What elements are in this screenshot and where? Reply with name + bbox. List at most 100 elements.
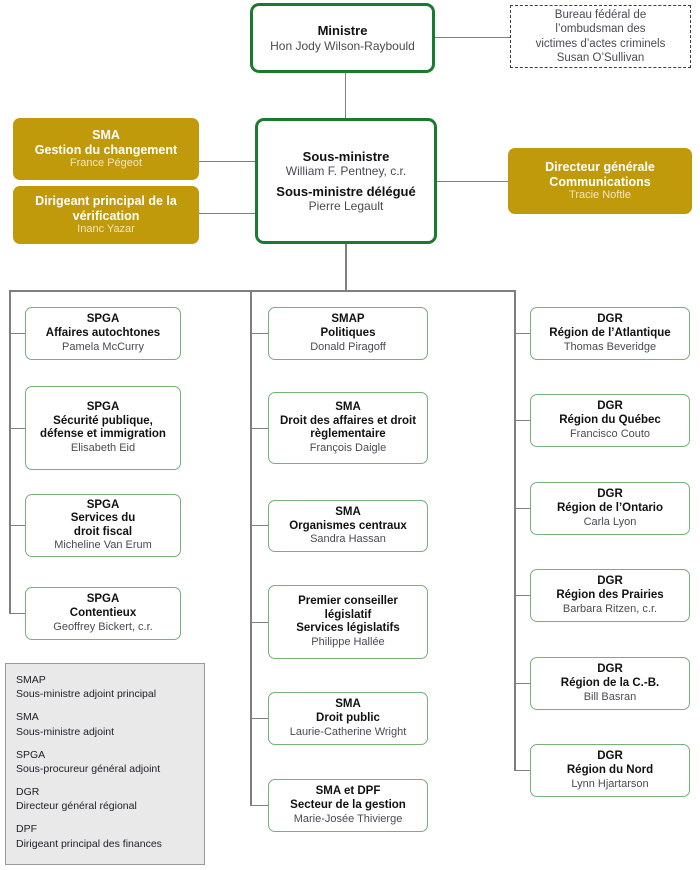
legend-full-spga: Sous-procureur général adjoint	[16, 762, 161, 775]
connector-deputy-change-mgmt	[199, 161, 255, 162]
legend-abbreviations: SMAP Sous-ministre adjoint principal SMA…	[5, 663, 205, 865]
node-spga-tax-law-line1: SPGA	[86, 498, 120, 511]
stub-middle-3	[250, 525, 268, 526]
node-public-law-line1: SMA	[335, 698, 361, 711]
node-deputy-name-1: William F. Pentney, c.r.	[285, 164, 407, 179]
stub-right-5	[514, 683, 530, 684]
legend-abbr-spga: SPGA	[16, 748, 46, 761]
node-spga-public-safety-name: Elisabeth Eid	[70, 441, 136, 454]
node-dgr-ontario-name: Carla Lyon	[583, 515, 637, 528]
node-sma-business-regulatory-law[interactable]: SMA Droit des affaires et droit règlemen…	[268, 392, 428, 464]
node-chief-audit-name: Inanc Yazar	[77, 223, 135, 236]
node-spga-public-safety[interactable]: SPGA Sécurité publique, défense et immig…	[25, 386, 181, 470]
stub-middle-4	[250, 622, 268, 623]
node-dgr-ontario-line1: DGR	[597, 488, 623, 501]
node-spga-tax-law-name: Micheline Van Erum	[54, 539, 152, 552]
node-ombudsman[interactable]: Bureau fédéral de l’ombudsman des victim…	[510, 5, 691, 68]
node-change-management-line1: SMA	[92, 127, 120, 142]
connector-bus-horizontal	[9, 290, 516, 292]
stub-right-1	[514, 333, 530, 334]
node-legislative-name: Philippe Hallée	[311, 635, 385, 648]
stub-middle-2	[250, 428, 268, 429]
stub-right-6	[514, 770, 530, 771]
node-legislative-line1: Premier conseiller	[298, 595, 398, 608]
node-ombudsman-line1: Bureau fédéral de	[554, 8, 647, 21]
stub-middle-5	[250, 718, 268, 719]
node-communications-line1: Directeur générale	[545, 159, 655, 174]
node-dgr-north-line1: DGR	[597, 750, 623, 763]
node-dgr-atlantic[interactable]: DGR Région de l’Atlantique Thomas Beveri…	[530, 307, 690, 360]
node-sma-central-name: Sandra Hassan	[310, 533, 386, 546]
node-smap-policy-line2: Politiques	[320, 327, 376, 340]
node-spga-indigenous-line2: Affaires autochtones	[45, 327, 161, 340]
node-sma-business-line2: Droit des affaires et droit	[279, 414, 417, 427]
node-smap-policy[interactable]: SMAP Politiques Donald Piragoff	[268, 307, 428, 360]
node-sma-central-line1: SMA	[335, 505, 361, 518]
legend-full-dgr: Directeur général régional	[16, 800, 137, 813]
node-spga-litigation-line2: Contentieux	[69, 607, 137, 620]
node-spga-litigation[interactable]: SPGA Contentieux Geoffrey Bickert, c.r.	[25, 587, 181, 640]
stub-left-2	[9, 428, 25, 429]
legend-row-dgr: DGR Directeur général régional	[16, 785, 194, 813]
node-dgr-atlantic-name: Thomas Beveridge	[563, 340, 657, 353]
node-ombudsman-name: Susan O’Sullivan	[556, 51, 645, 64]
node-dgr-prairies-line2: Région des Prairies	[556, 589, 664, 602]
node-communications-name: Tracie Noftle	[569, 189, 631, 202]
node-dgr-bc-name: Bill Basran	[583, 690, 637, 703]
stub-left-1	[9, 333, 25, 334]
node-legislative-line2: législatif	[324, 608, 372, 621]
node-change-management-line2: Gestion du changement	[34, 142, 178, 157]
connector-deputy-audit	[199, 213, 255, 214]
node-deputy-title-1: Sous-ministre	[302, 149, 390, 165]
node-sma-central-line2: Organismes centraux	[289, 519, 407, 532]
legend-full-dpf: Dirigeant principal des finances	[16, 837, 162, 850]
node-dgr-bc-line1: DGR	[597, 663, 623, 676]
node-public-law-name: Laurie-Catherine Wright	[289, 725, 407, 738]
node-deputy-minister[interactable]: Sous-ministre William F. Pentney, c.r. S…	[255, 118, 437, 244]
legend-abbr-dgr: DGR	[16, 786, 40, 799]
node-spga-tax-law-line3: droit fiscal	[73, 525, 133, 538]
node-dgr-quebec-line2: Région du Québec	[559, 414, 661, 427]
node-deputy-name-2: Pierre Legault	[308, 198, 384, 213]
legend-row-spga: SPGA Sous-procureur général adjoint	[16, 748, 194, 776]
node-spga-indigenous-affairs[interactable]: SPGA Affaires autochtones Pamela McCurry	[25, 307, 181, 360]
node-change-management[interactable]: SMA Gestion du changement France Pégeot	[13, 118, 199, 180]
node-minister-name: Hon Jody Wilson-Raybould	[270, 38, 415, 53]
node-chief-legislative-counsel[interactable]: Premier conseiller législatif Services l…	[268, 585, 428, 659]
stub-right-4	[514, 595, 530, 596]
stub-middle-6	[250, 805, 268, 806]
node-sma-business-line3: règlementaire	[310, 428, 386, 441]
node-dgr-ontario-line2: Région de l’Ontario	[556, 502, 664, 515]
legend-row-smap: SMAP Sous-ministre adjoint principal	[16, 673, 194, 701]
node-dgr-north-name: Lynn Hjartarson	[571, 777, 649, 790]
connector-minister-deputy	[345, 72, 346, 120]
node-spga-indigenous-name: Pamela McCurry	[62, 340, 144, 353]
node-dgr-quebec-name: Francisco Couto	[569, 427, 651, 440]
node-dgr-prairies-line1: DGR	[597, 575, 623, 588]
stub-middle-1	[250, 333, 268, 334]
node-minister[interactable]: Ministre Hon Jody Wilson-Raybould	[250, 3, 435, 73]
node-dgr-prairies[interactable]: DGR Région des Prairies Barbara Ritzen, …	[530, 569, 690, 622]
node-spga-tax-law[interactable]: SPGA Services du droit fiscal Micheline …	[25, 494, 181, 557]
node-sma-dpf-management-sector[interactable]: SMA et DPF Secteur de la gestion Marie-J…	[268, 779, 428, 832]
legend-row-sma: SMA Sous-ministre adjoint	[16, 710, 194, 738]
node-dgr-ontario[interactable]: DGR Région de l’Ontario Carla Lyon	[530, 482, 690, 535]
connector-minister-ombudsman	[434, 37, 510, 38]
node-sma-central-agencies[interactable]: SMA Organismes centraux Sandra Hassan	[268, 500, 428, 552]
connector-deputy-bus-stem	[345, 244, 347, 291]
node-dgr-bc-line2: Région de la C.-B.	[560, 677, 660, 690]
node-sma-public-law[interactable]: SMA Droit public Laurie-Catherine Wright	[268, 692, 428, 745]
node-dgr-british-columbia[interactable]: DGR Région de la C.-B. Bill Basran	[530, 657, 690, 710]
stub-left-3	[9, 525, 25, 526]
node-communications[interactable]: Directeur générale Communications Tracie…	[508, 148, 692, 214]
node-sma-business-line1: SMA	[335, 401, 361, 414]
node-management-line1: SMA et DPF	[315, 785, 381, 798]
node-chief-audit-executive[interactable]: Dirigeant principal de la vérification I…	[13, 186, 199, 244]
node-dgr-atlantic-line1: DGR	[597, 313, 623, 326]
node-dgr-north[interactable]: DGR Région du Nord Lynn Hjartarson	[530, 744, 690, 797]
node-dgr-quebec[interactable]: DGR Région du Québec Francisco Couto	[530, 394, 690, 447]
node-management-line2: Secteur de la gestion	[290, 799, 406, 812]
node-spga-public-safety-line2: Sécurité publique,	[53, 414, 153, 427]
trunk-middle-column	[250, 290, 252, 806]
node-dgr-north-line2: Région du Nord	[566, 764, 654, 777]
